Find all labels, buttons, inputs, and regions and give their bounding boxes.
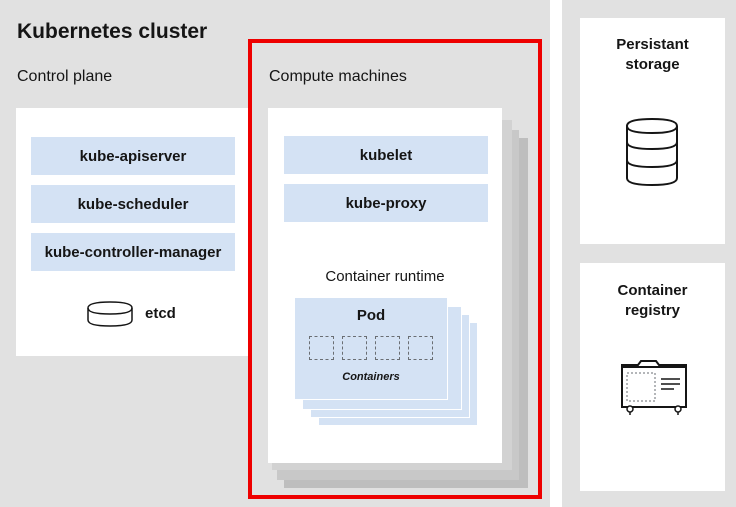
etcd-icon bbox=[87, 301, 133, 327]
storage-database-icon bbox=[626, 117, 678, 187]
cluster-title: Kubernetes cluster bbox=[17, 20, 208, 43]
container-registry-label: Container registry bbox=[617, 282, 688, 319]
kube-controller-manager-box: kube-controller-manager bbox=[31, 233, 235, 271]
containers-label: Containers bbox=[342, 371, 400, 383]
container-runtime-label: Container runtime bbox=[325, 268, 445, 285]
container-slot bbox=[342, 336, 367, 360]
registry-folder-icon bbox=[621, 360, 687, 415]
compute-machines-label: Compute machines bbox=[269, 68, 407, 85]
kube-proxy-box: kube-proxy bbox=[284, 184, 488, 222]
kube-apiserver-box: kube-apiserver bbox=[31, 137, 235, 175]
control-plane-label: Control plane bbox=[17, 68, 113, 85]
container-slot bbox=[375, 336, 400, 360]
kubelet-box: kubelet bbox=[284, 136, 488, 174]
persistent-storage-label: Persistant storage bbox=[616, 36, 689, 73]
pod-label: Pod bbox=[356, 307, 386, 324]
container-slot bbox=[408, 336, 433, 360]
container-slot bbox=[309, 336, 334, 360]
etcd-label: etcd bbox=[145, 305, 176, 322]
kube-scheduler-box: kube-scheduler bbox=[31, 185, 235, 223]
compute-highlight-frame bbox=[248, 39, 542, 499]
